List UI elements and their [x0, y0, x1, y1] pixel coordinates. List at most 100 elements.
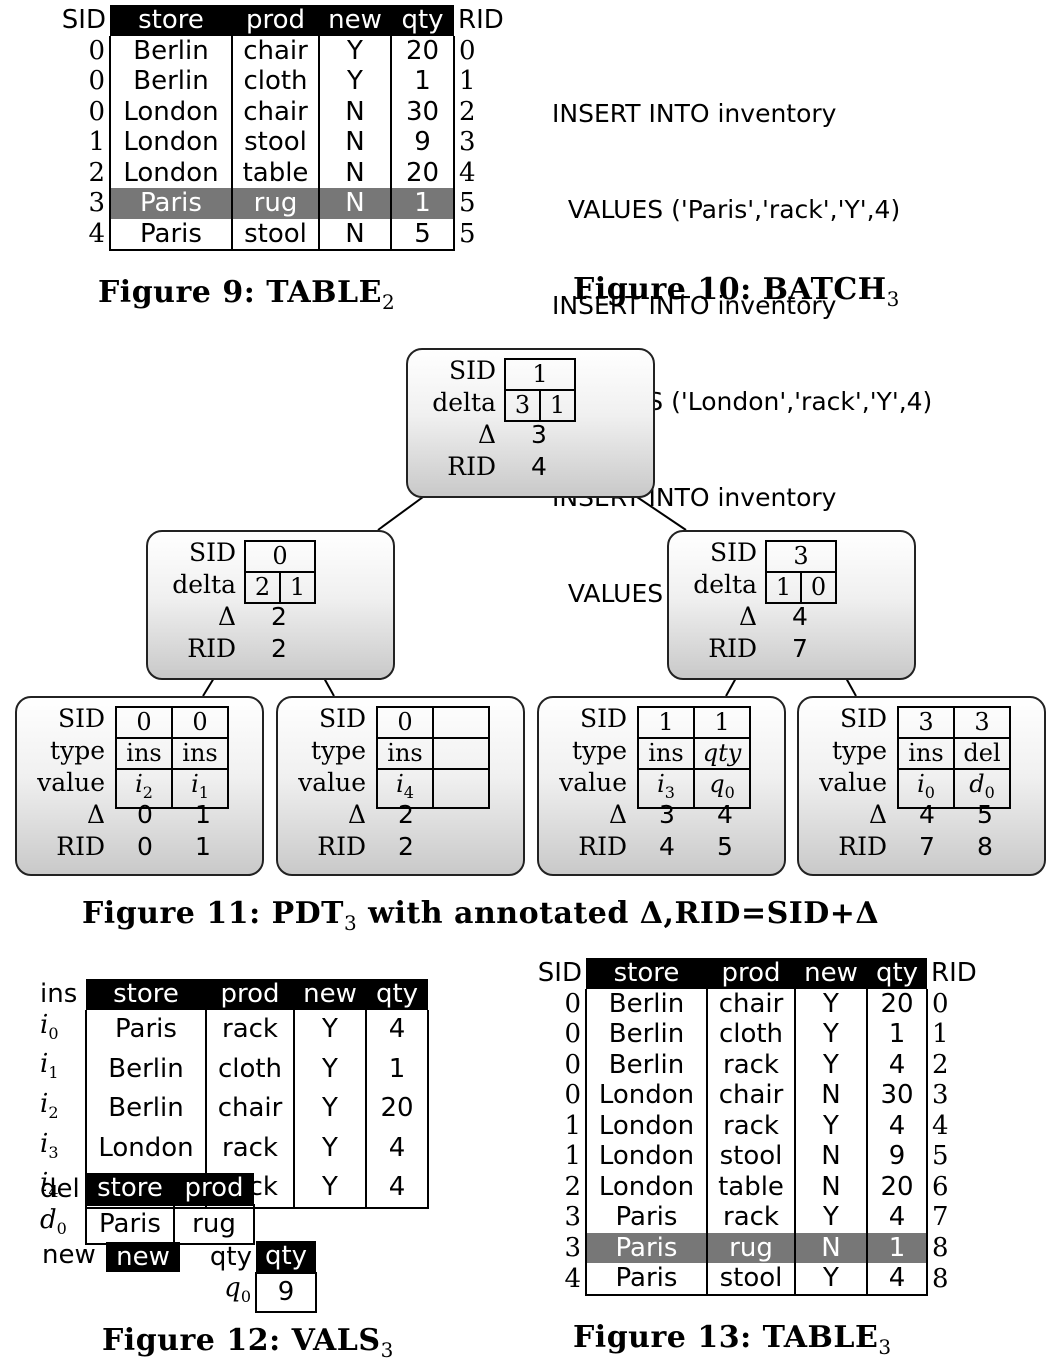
col-new: new — [319, 5, 391, 36]
store-cell: London — [585, 1171, 708, 1202]
new-cell: N — [318, 218, 392, 251]
key-letter: d — [40, 1204, 57, 1235]
ins-key: i1 — [40, 1049, 86, 1089]
new-cell: Y — [293, 1128, 367, 1169]
prod-cell: stool — [706, 1263, 796, 1296]
rid-value: 5 — [717, 832, 733, 861]
new-cell: Y — [293, 1049, 367, 1089]
rid-label: RID — [187, 634, 236, 663]
rid-cell: 0 — [459, 35, 476, 66]
qty-cell: 30 — [866, 1080, 928, 1111]
type-label: type — [311, 736, 366, 765]
value-label: value — [37, 768, 105, 797]
new-cell: N — [794, 1232, 868, 1263]
del-label: del — [40, 1173, 80, 1204]
Delta-value: 2 — [271, 602, 287, 631]
sid-cell: 4 — [88, 219, 105, 249]
type-row: ins — [376, 737, 490, 770]
value-cell: i4 — [376, 768, 434, 809]
col-prod: prod — [707, 958, 795, 989]
col-prod: prod — [232, 5, 319, 36]
figure-10-caption: Figure 10: BATCH3 — [573, 272, 900, 311]
qty-cell: 1 — [866, 1232, 928, 1263]
delta-right: 0 — [800, 571, 837, 604]
key-subscript: 0 — [240, 1286, 251, 1306]
rid-cell: 4 — [932, 1110, 949, 1141]
rid-value: 1 — [195, 832, 211, 861]
qty-cell: 9 — [255, 1271, 317, 1314]
new-cell: N — [318, 157, 392, 188]
type-cell: del — [953, 737, 1011, 770]
value-cell — [432, 768, 490, 809]
store-cell: London — [585, 1141, 708, 1172]
caption-subscript: 3 — [886, 287, 900, 311]
prod-cell: rack — [706, 1049, 796, 1080]
value-letter: i — [657, 770, 665, 798]
sid-row: 0 — [376, 706, 490, 739]
prod-cell: chair — [231, 96, 320, 127]
value-subscript: 0 — [924, 782, 935, 802]
sid-label: SID — [188, 538, 236, 567]
caption-subscript: 3 — [380, 1338, 394, 1362]
store-cell: Paris — [85, 1203, 175, 1246]
type-cell: ins — [115, 737, 173, 770]
delta-right: 1 — [279, 571, 316, 604]
col-store: store — [586, 958, 707, 989]
sid-header: SID — [537, 958, 582, 988]
prod-cell: table — [706, 1171, 796, 1202]
value-label: value — [819, 768, 887, 797]
qty-cell: 1 — [390, 188, 455, 219]
col-prod: prod — [206, 979, 294, 1010]
rid-cell: 3 — [932, 1080, 949, 1110]
delta-label: delta — [693, 570, 757, 599]
sql-line: VALUES ('Paris','rack','Y',4) — [552, 195, 901, 224]
Delta-value: 3 — [531, 420, 547, 449]
value-letter: i — [917, 770, 925, 798]
rid-header: RID — [458, 5, 504, 35]
sid-row: 3 — [765, 540, 837, 573]
key-subscript: 3 — [48, 1142, 59, 1162]
value-letter: q — [709, 770, 725, 798]
Delta-value: 1 — [195, 800, 211, 829]
rid-value: 2 — [398, 832, 414, 861]
delta-right: 1 — [539, 389, 576, 422]
rid-value: 4 — [659, 832, 675, 861]
prod-cell: rack — [205, 1009, 295, 1050]
new-cell: N — [318, 127, 392, 158]
col-prod: prod — [174, 1173, 254, 1205]
Delta-value: 0 — [137, 800, 153, 829]
figure-12-caption: Figure 12: VALS3 — [102, 1323, 394, 1362]
caption-text: Figure 13: TABLE — [573, 1320, 879, 1355]
col-qty: qty — [256, 1241, 316, 1273]
prod-cell: stool — [231, 218, 320, 251]
rid-label: RID — [578, 832, 627, 861]
type-cell: ins — [171, 737, 229, 770]
type-label: type — [50, 736, 105, 765]
sid-label: SID — [579, 704, 627, 733]
value-label: value — [298, 768, 366, 797]
value-subscript: 0 — [984, 782, 995, 802]
Delta-label: Δ — [86, 800, 105, 829]
rid-label: RID — [317, 832, 366, 861]
col-qty: qty — [366, 979, 428, 1010]
rid-value: 7 — [919, 832, 935, 861]
store-cell: London — [85, 1128, 207, 1169]
Delta-value: 3 — [659, 800, 675, 829]
qty-cell: 5 — [390, 218, 455, 251]
value-subscript: 3 — [664, 782, 675, 802]
rid-cell: 8 — [932, 1263, 949, 1294]
